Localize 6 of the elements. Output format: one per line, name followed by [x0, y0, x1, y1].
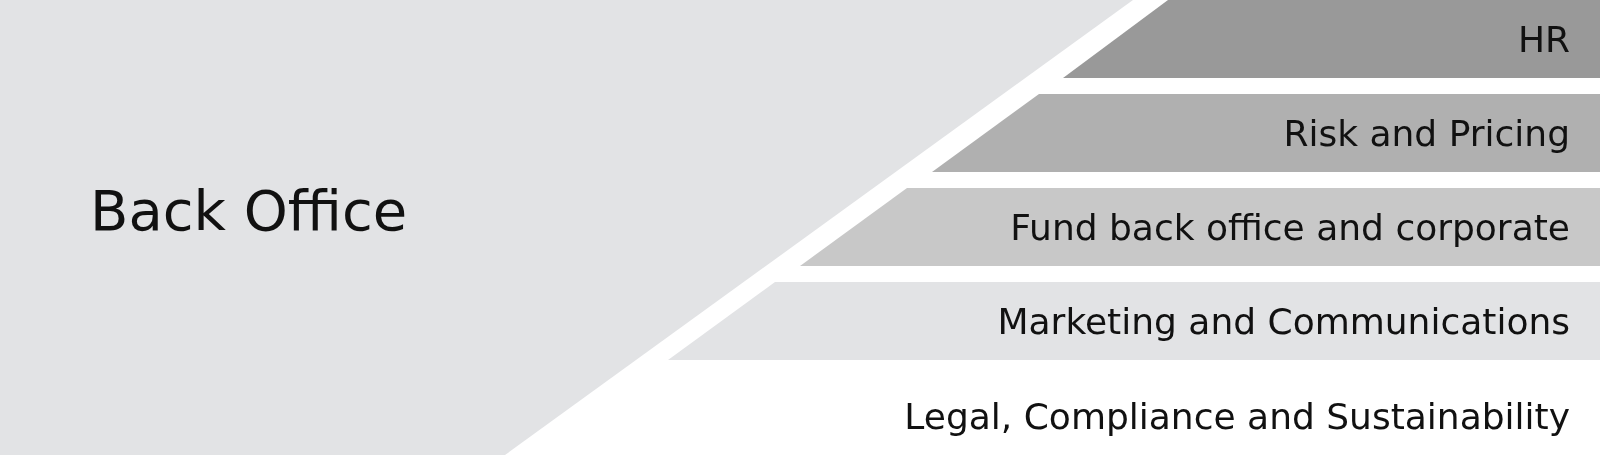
band-label: Legal, Compliance and Sustainability [904, 395, 1570, 436]
band-label: Marketing and Communications [997, 300, 1570, 342]
panel-title: Back Office [90, 178, 408, 243]
band-label: Risk and Pricing [1283, 112, 1570, 154]
band-label: HR [1517, 18, 1570, 60]
band-label: Fund back office and corporate [1010, 206, 1570, 248]
